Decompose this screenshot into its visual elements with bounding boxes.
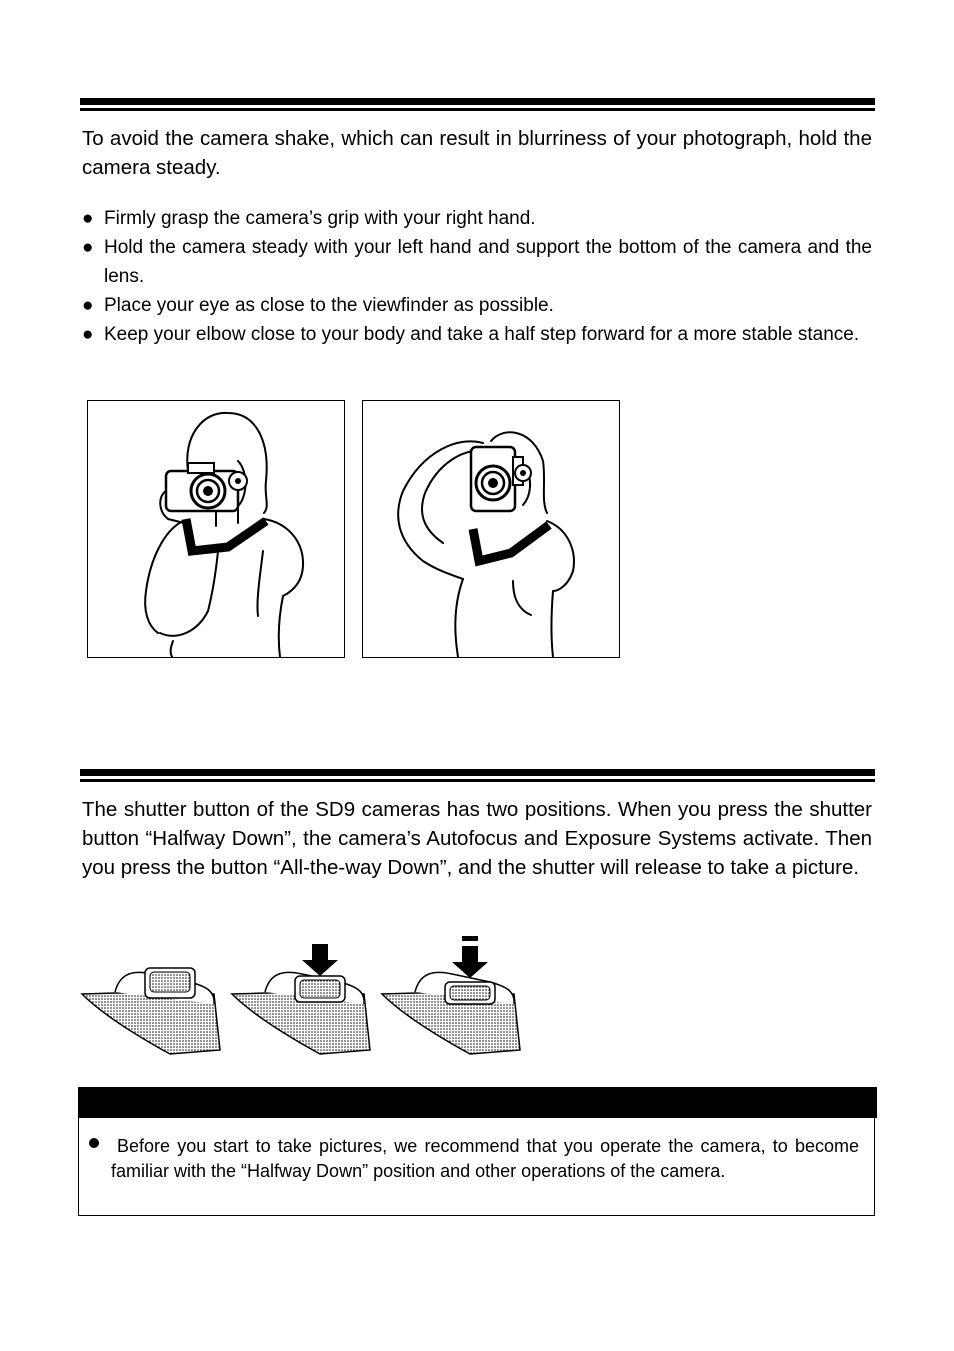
section-rule-shutter — [80, 769, 875, 782]
shutter-intro: The shutter button of the SD9 cameras ha… — [82, 798, 872, 879]
person-with-camera-icon — [144, 411, 305, 658]
holding-bullet-list: ●Firmly grasp the camera’s grip with you… — [82, 204, 872, 349]
list-item: ●Keep your elbow close to your body and … — [82, 320, 872, 349]
shutter-fullway-icon — [380, 936, 521, 1055]
illustration-vertical-hold — [362, 400, 620, 658]
bullet-icon: ● — [82, 237, 94, 258]
note-text: Before you start to take pictures, we re… — [111, 1136, 859, 1181]
bullet-icon: ● — [82, 324, 94, 345]
bullet-icon: ● — [82, 295, 94, 316]
holding-intro: To avoid the camera shake, which can res… — [82, 127, 872, 179]
shutter-button-icon — [80, 936, 521, 1055]
shutter-positions-illustration — [80, 932, 530, 1060]
list-item: ●Hold the camera steady with your left h… — [82, 233, 872, 291]
section-rule-holding — [80, 98, 875, 111]
bullet-icon: ● — [82, 208, 94, 229]
note-box: Before you start to take pictures, we re… — [78, 1118, 875, 1216]
list-item: ●Firmly grasp the camera’s grip with you… — [82, 204, 872, 233]
shutter-halfway-icon — [230, 944, 371, 1055]
shutter-rest-icon — [80, 967, 221, 1055]
bullet-icon — [89, 1138, 99, 1148]
person-with-camera-raised-icon — [397, 431, 575, 658]
note-header-bar — [78, 1087, 877, 1118]
list-item: ●Place your eye as close to the viewfind… — [82, 291, 872, 320]
illustration-horizontal-hold — [87, 400, 345, 658]
